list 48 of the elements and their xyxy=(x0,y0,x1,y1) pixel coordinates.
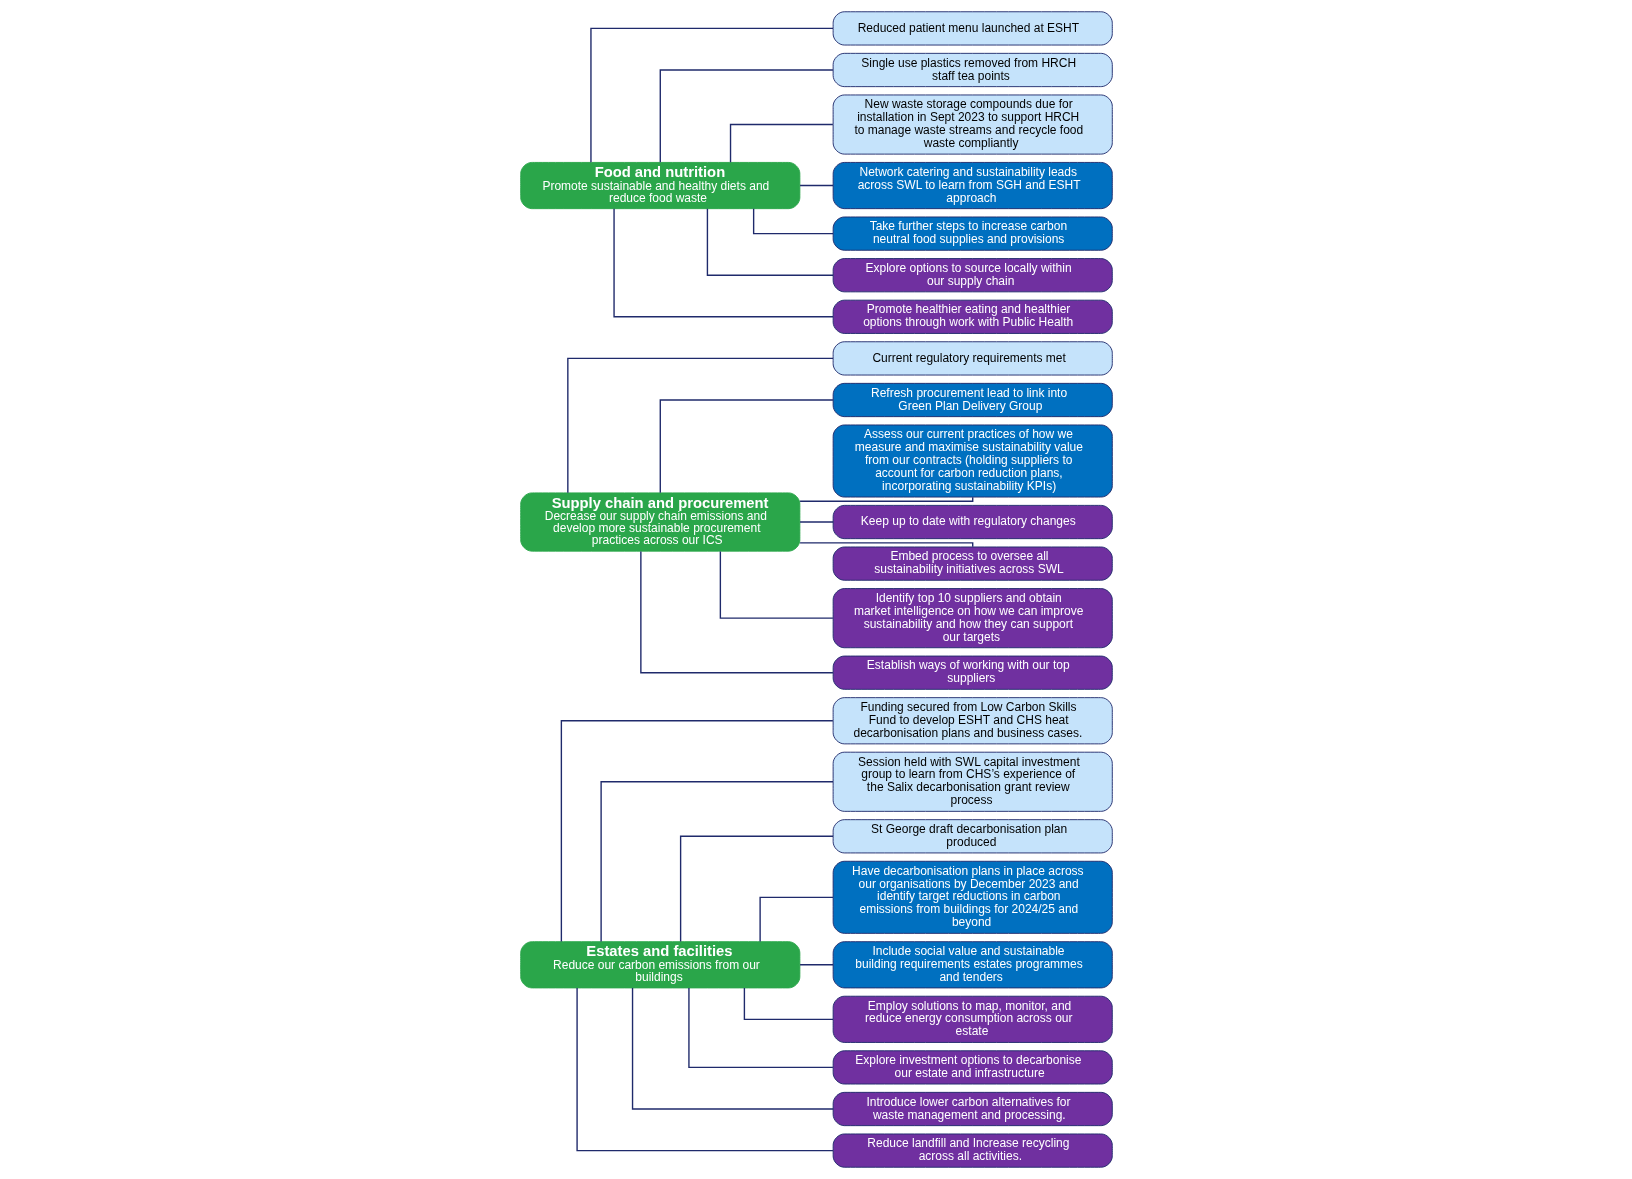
node-box: Reduce landfill and Increase recycling across all activities. xyxy=(832,1133,1113,1168)
connector xyxy=(798,184,834,187)
node-box: Explore investment options to decarbonise our estate and infrastructure xyxy=(832,1050,1113,1085)
connector xyxy=(566,357,834,494)
node-box: Establish ways of working with our top suppliers xyxy=(832,655,1113,690)
node-box: Current regulatory requirements met xyxy=(832,341,1113,376)
connector xyxy=(599,781,834,943)
connector xyxy=(639,550,834,674)
node-box: Have decarbonisation plans in place across our organisations by December 2023 and identify target reductions in carbon emissions from buildings for 2024/25 and beyond xyxy=(832,860,1113,934)
connector xyxy=(631,987,834,1110)
node-box: Single use plastics removed from HRCH staff tea points xyxy=(832,52,1113,88)
node-box: Identify top 10 suppliers and obtain market intelligence on how we can improve sustainability and how they can support our targets xyxy=(832,588,1113,649)
connector xyxy=(679,835,834,943)
node-box: Keep up to date with regulatory changes xyxy=(832,504,1113,540)
node-box: Funding secured from Low Carbon Skills Fund to develop ESHT and CHS heat decarbonisation plans and business cases. xyxy=(832,697,1113,745)
connector xyxy=(758,896,834,943)
node-box: Food and nutrition Promote sustainable and healthy diets and reduce food waste xyxy=(519,162,800,210)
node-box: Session held with SWL capital investment group to learn from CHS’s experience of the Salix decarbonisation grant review process xyxy=(832,751,1113,812)
connector xyxy=(612,208,834,318)
connector xyxy=(798,521,834,523)
node-box: Employ solutions to map, monitor, and reduce energy consumption across our estate xyxy=(832,995,1113,1043)
connector xyxy=(560,720,834,943)
connector xyxy=(743,987,834,1021)
node-box: Embed process to oversee all sustainability initiatives across SWL xyxy=(832,546,1113,581)
connector xyxy=(687,987,834,1069)
node-box: Include social value and sustainable building requirements estates programmes and tenders xyxy=(832,941,1113,989)
node-box: Assess our current practices of how we measure and maximise sustainability value from our contracts (holding suppliers to account for carbon reduction plans, incorporating sustainability KPIs) xyxy=(832,424,1113,498)
connector xyxy=(719,550,834,619)
connector xyxy=(589,27,834,164)
connector xyxy=(659,399,834,494)
node-box: Network catering and sustainability leads across SWL to learn from SGH and ESHT approach xyxy=(832,162,1113,210)
connector xyxy=(798,964,834,966)
node-box: Take further steps to increase carbon neutral food supplies and provisions xyxy=(832,216,1113,251)
connector xyxy=(575,987,834,1152)
connector xyxy=(798,496,973,502)
node-box: Explore options to source locally within our supply chain xyxy=(832,258,1113,293)
connector xyxy=(706,208,834,276)
connector xyxy=(729,123,834,163)
node-box: Promote healthier eating and healthier options through work with Public Health xyxy=(832,299,1113,334)
node-box: New waste storage compounds due for installation in Sept 2023 to support HRCH to manage waste streams and recycle food waste compliantly xyxy=(832,94,1113,155)
node-box: Introduce lower carbon alternatives for waste management and processing. xyxy=(832,1091,1113,1127)
connector xyxy=(752,208,834,235)
node-box: Supply chain and procurement Decrease our supply chain emissions and develop more sustainable procurement practices across our ICS xyxy=(519,492,800,552)
node-box: Refresh procurement lead to link into Green Plan Delivery Group xyxy=(832,382,1113,418)
connector xyxy=(659,69,834,163)
node-box: St George draft decarbonisation plan produced xyxy=(832,819,1113,854)
node-box: Reduced patient menu launched at ESHT xyxy=(832,11,1113,46)
node-box: Estates and facilities Reduce our carbon emissions from our buildings xyxy=(519,941,800,989)
